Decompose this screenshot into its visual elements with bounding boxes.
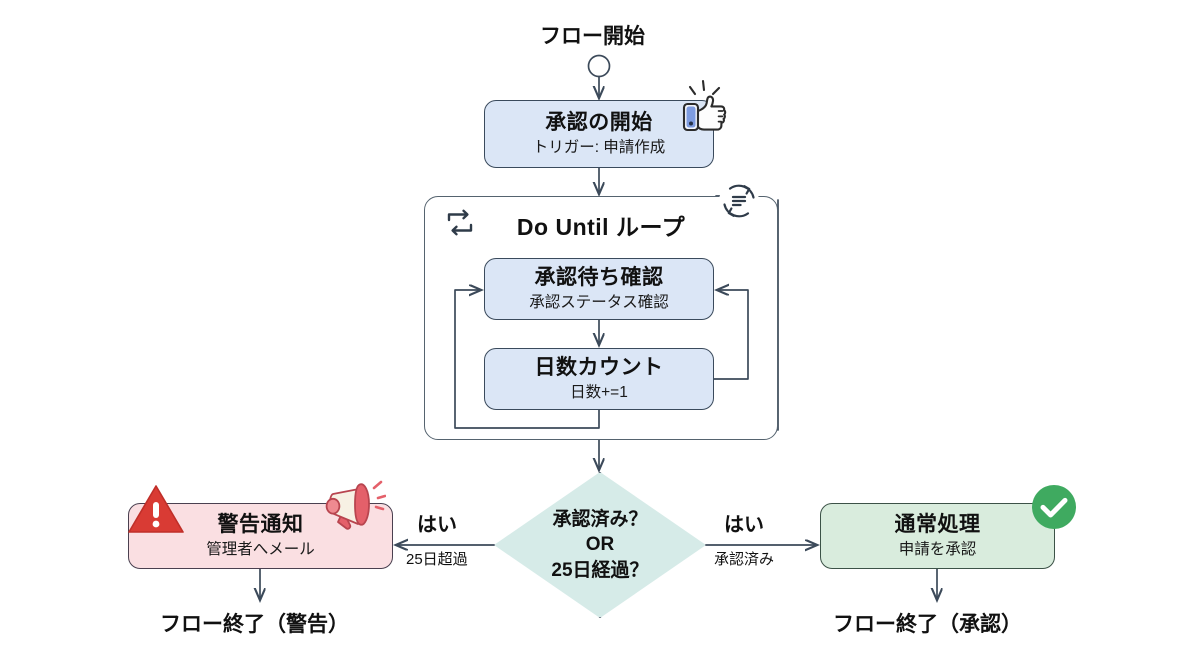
branch-condition-left: 25日超過 <box>406 551 468 568</box>
loop-title: Do Until ループ <box>516 214 686 240</box>
node-subtitle: 管理者へメール <box>206 541 315 559</box>
end-label-warning: フロー終了（警告） <box>160 613 349 636</box>
end-label-approved: フロー終了（承認） <box>833 613 1022 636</box>
decision-text: 承認済み？ OR 25日経過？ <box>494 472 706 618</box>
node-title: 承認待ち確認 <box>534 266 664 290</box>
branch-label-left-yes: はい <box>417 514 457 536</box>
node-subtitle: 承認ステータス確認 <box>529 294 669 312</box>
decision-line-1: 承認済み？ <box>552 509 648 531</box>
node-subtitle: 日数+=1 <box>570 384 628 402</box>
check-circle-icon <box>1030 483 1078 531</box>
warning-triangle-icon <box>126 482 186 536</box>
node-title: 承認の開始 <box>545 111 653 135</box>
node-title: 警告通知 <box>217 513 304 537</box>
node-approval-start[interactable]: 承認の開始 トリガー: 申請作成 <box>484 100 714 168</box>
repeat-icon <box>444 208 476 238</box>
node-title: 通常処理 <box>894 513 981 537</box>
branch-label-right-yes: はい <box>724 514 764 536</box>
node-day-counter[interactable]: 日数カウント 日数+=1 <box>484 348 714 410</box>
sync-refresh-icon <box>718 180 760 222</box>
decision-line-3: 25日経過？ <box>551 559 649 581</box>
flow-start-label: フロー開始 <box>540 25 645 48</box>
branch-condition-right: 承認済み <box>714 551 775 568</box>
decision-node[interactable]: 承認済み？ OR 25日経過？ <box>494 472 706 618</box>
megaphone-icon <box>324 478 387 534</box>
decision-line-2: OR <box>585 534 615 556</box>
node-normal-processing[interactable]: 通常処理 申請を承認 <box>820 503 1055 569</box>
do-until-loop-container[interactable] <box>424 196 778 440</box>
thumbs-up-icon <box>674 78 730 136</box>
node-await-approval[interactable]: 承認待ち確認 承認ステータス確認 <box>484 258 714 320</box>
node-title: 日数カウント <box>534 356 664 380</box>
node-subtitle: トリガー: 申請作成 <box>532 139 666 157</box>
node-subtitle: 申請を承認 <box>898 541 977 559</box>
